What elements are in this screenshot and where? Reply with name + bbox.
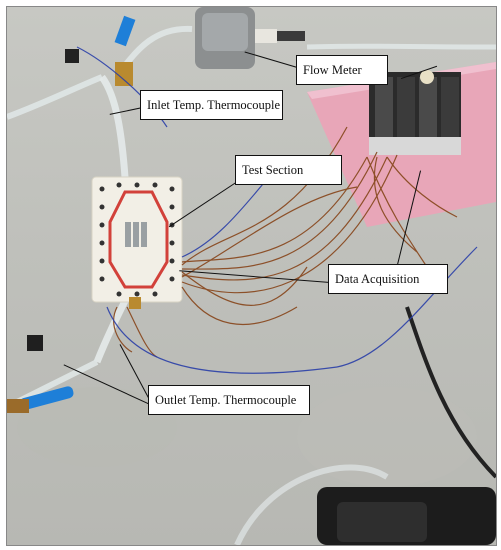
photo-scene (7, 7, 496, 545)
flow-meter-label: Flow Meter (296, 55, 388, 85)
inlet-thermocouple-label: Inlet Temp. Thermocouple (140, 90, 283, 120)
outlet-thermocouple-label: Outlet Temp. Thermocouple (148, 385, 310, 415)
power-cable (405, 306, 496, 479)
inlet-valve-handle (114, 15, 136, 47)
data-acquisition-label: Data Acquisition (328, 264, 448, 294)
outlet-valve-handle (19, 386, 74, 410)
test-section-block (91, 176, 183, 309)
daq-modules (369, 70, 461, 155)
test-section-label: Test Section (235, 155, 342, 185)
